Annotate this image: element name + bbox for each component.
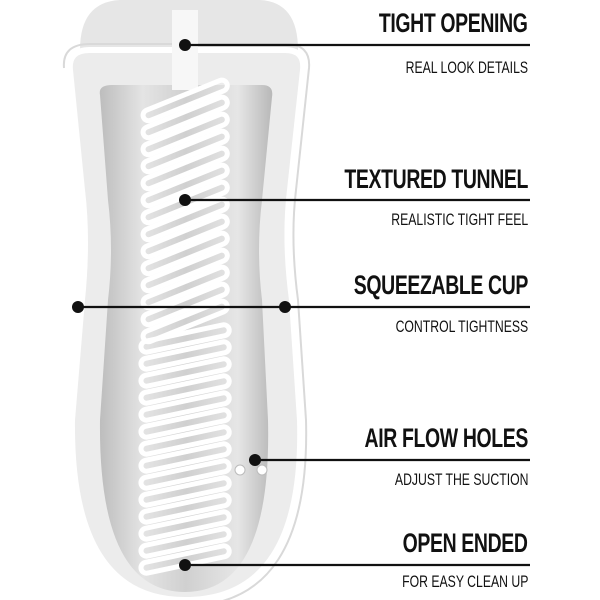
- tunnel-rib: [140, 94, 230, 141]
- tunnel-rib: [138, 458, 232, 491]
- tunnel-rib: [138, 356, 232, 389]
- feature-subtitle: ADJUST THE SUCTION: [394, 470, 528, 489]
- feature-title: OPEN ENDED: [403, 528, 528, 558]
- cup-shell-outline: [62, 43, 311, 600]
- tunnel-rib: [140, 213, 230, 260]
- callout-dot: [249, 454, 261, 466]
- tunnel-rib: [140, 281, 230, 328]
- air-hole: [256, 464, 268, 476]
- feature-title: AIR FLOW HOLES: [364, 423, 529, 453]
- callout-dot: [279, 301, 291, 313]
- tunnel-rib: [138, 424, 232, 457]
- feature-subtitle: REAL LOOK DETAILS: [405, 58, 528, 77]
- tunnel-rib: [140, 247, 230, 294]
- feature-title: SQUEEZABLE CUP: [353, 270, 529, 300]
- feature-subtitle: REALISTIC TIGHT FEEL: [391, 210, 528, 229]
- tunnel-rib: [138, 339, 232, 372]
- feature-subtitle: FOR EASY CLEAN UP: [401, 572, 528, 591]
- tunnel-rib: [138, 390, 232, 423]
- tunnel-rib: [140, 162, 230, 209]
- callout-dot: [72, 301, 84, 313]
- tunnel-rib: [140, 264, 230, 311]
- tunnel-rib: [140, 196, 230, 243]
- textured-tunnel: [138, 77, 232, 576]
- tunnel-rib: [138, 526, 232, 559]
- feature-title: TEXTURED TUNNEL: [344, 164, 528, 194]
- tunnel-rib: [140, 77, 230, 124]
- tunnel-rib: [138, 322, 232, 355]
- tunnel-rib: [138, 475, 232, 508]
- air-hole: [234, 464, 246, 476]
- callout-dot: [179, 39, 191, 51]
- tunnel-rib: [140, 128, 230, 175]
- callout-dot: [179, 194, 191, 206]
- tunnel-rib: [138, 407, 232, 440]
- tunnel-rib: [138, 509, 232, 542]
- feature-title: TIGHT OPENING: [379, 8, 528, 38]
- tunnel-rib: [140, 230, 230, 277]
- tunnel-rib: [138, 441, 232, 474]
- callout-dot: [179, 559, 191, 571]
- tunnel-rib: [138, 492, 232, 525]
- feature-subtitle: CONTROL TIGHTNESS: [395, 317, 528, 336]
- tunnel-rib: [140, 111, 230, 158]
- tunnel-rib: [140, 298, 230, 345]
- tunnel-rib: [140, 145, 230, 192]
- tunnel-rib: [138, 373, 232, 406]
